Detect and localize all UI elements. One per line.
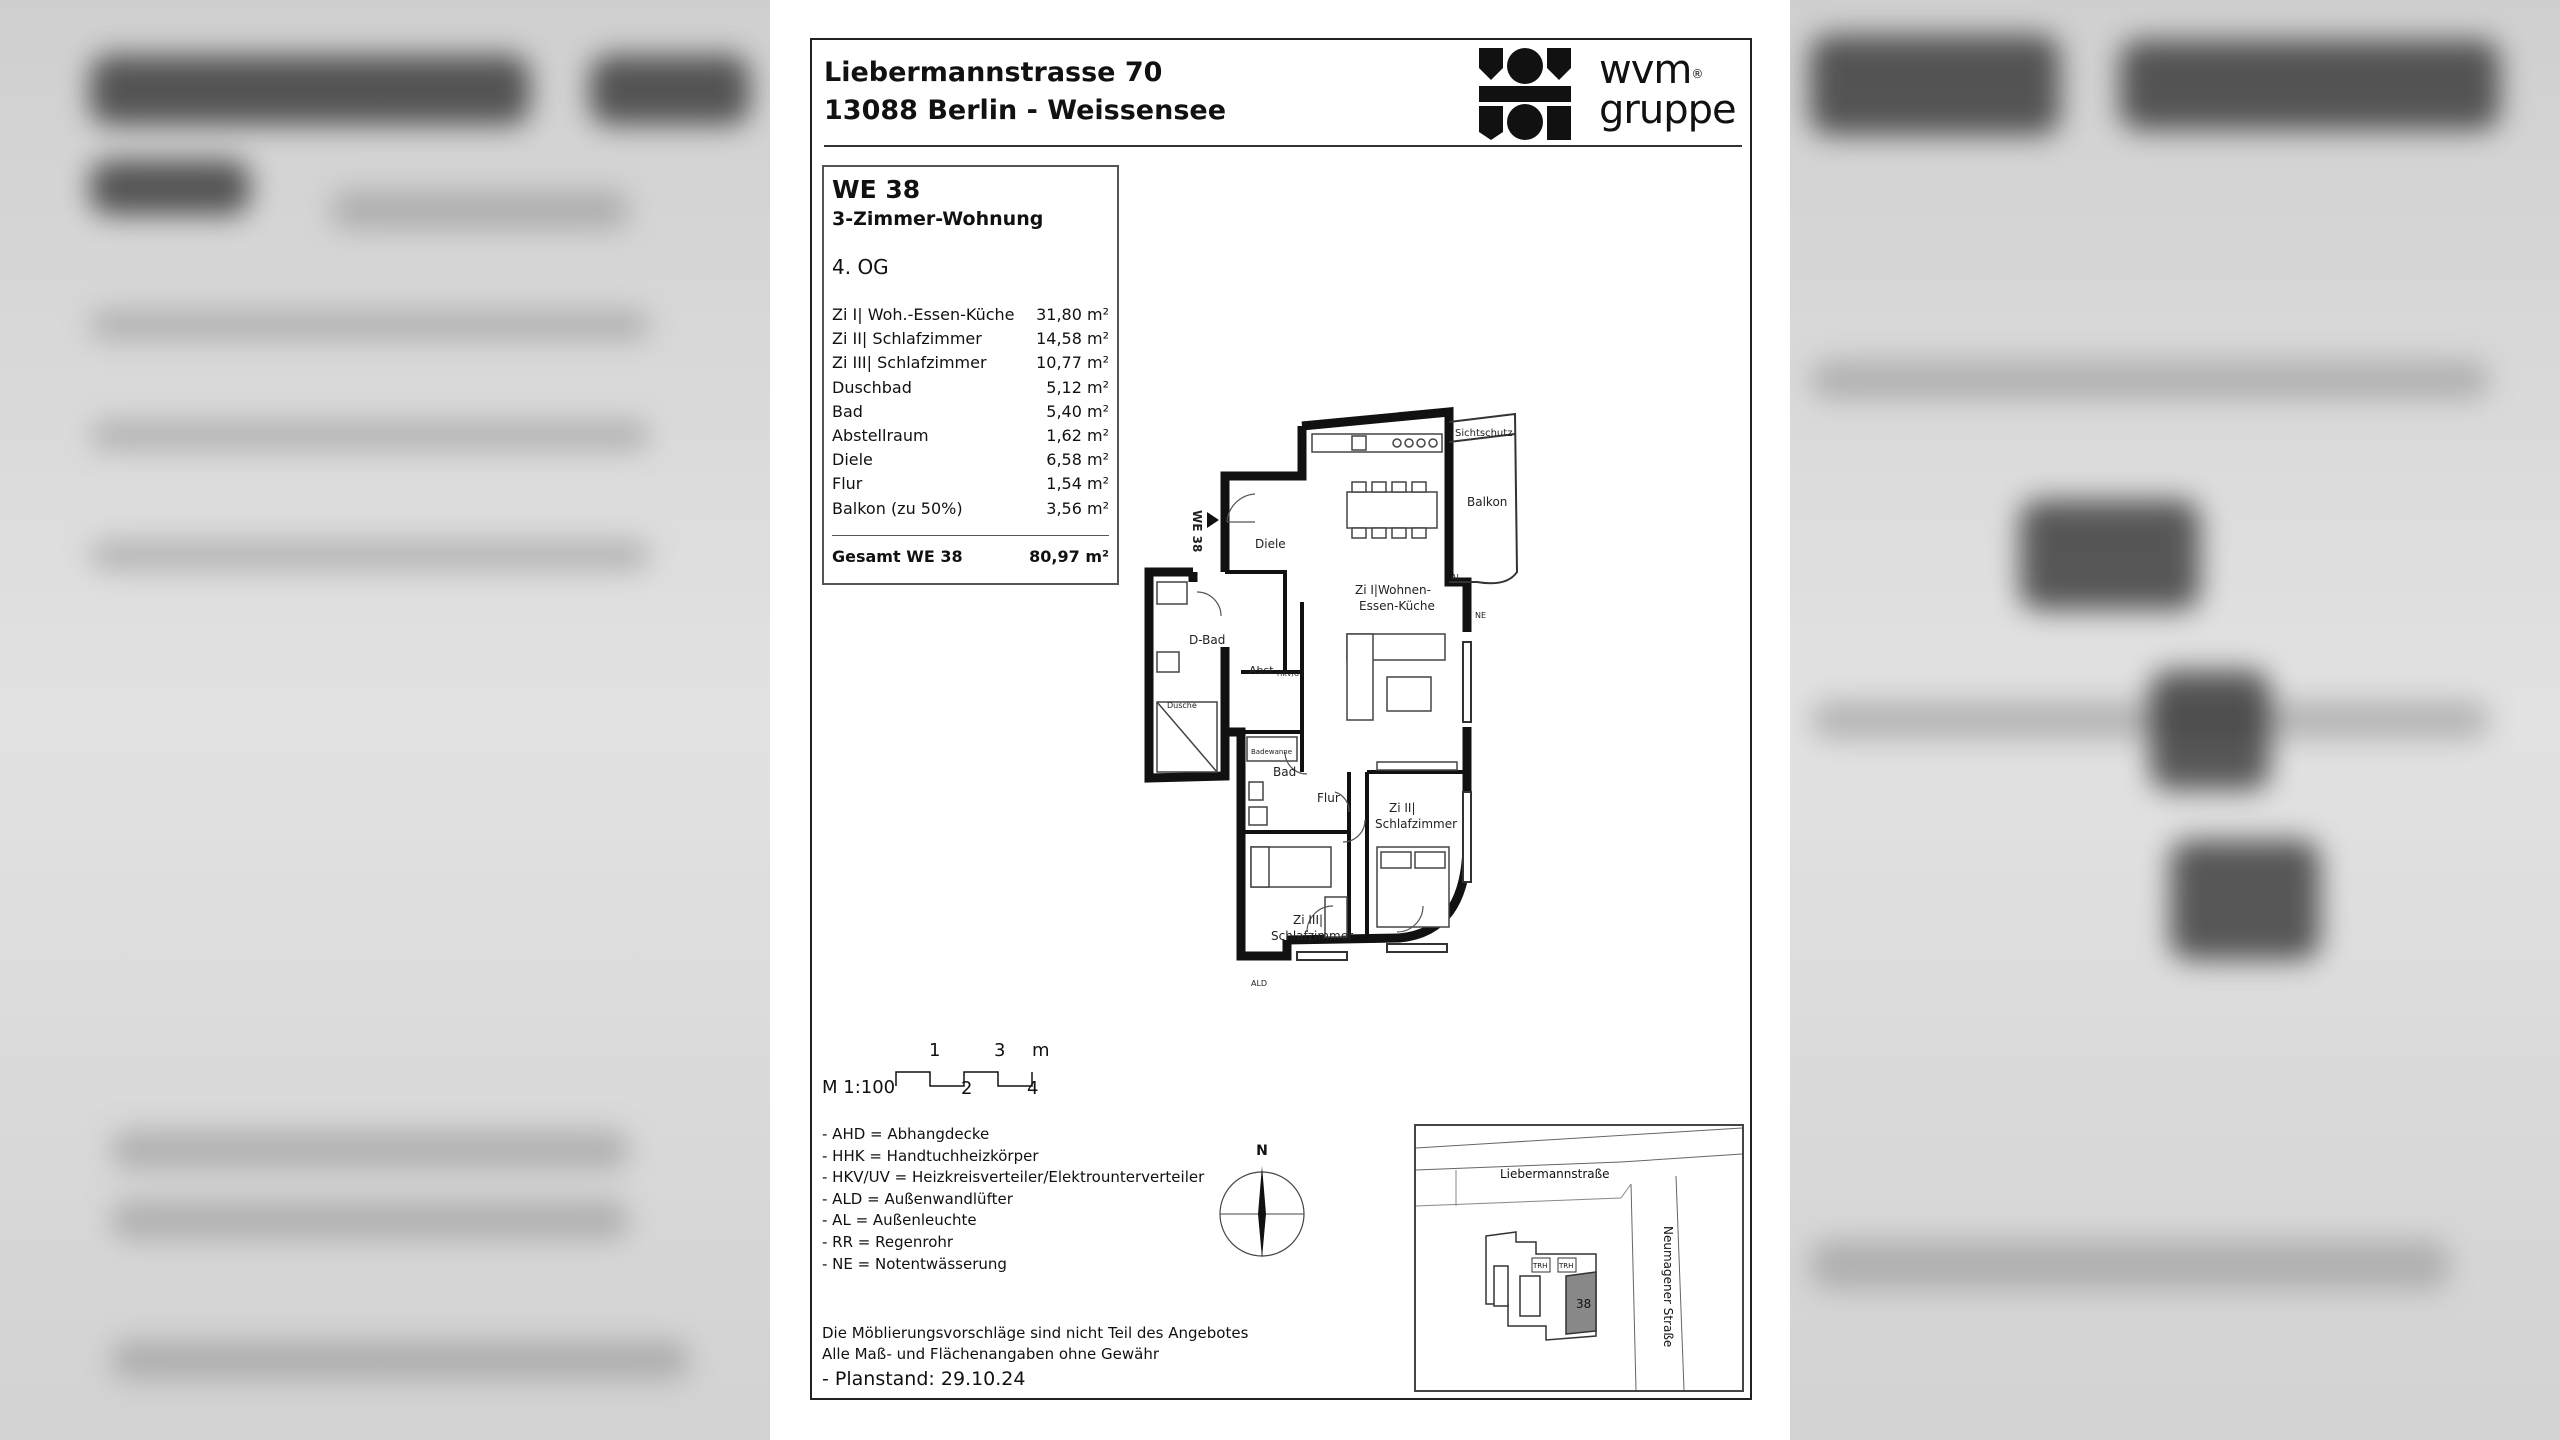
logo-text-wvm: wvm (1599, 47, 1692, 93)
total-area: 80,97 m² (1029, 546, 1109, 566)
label-dusche: Dusche (1167, 701, 1197, 710)
bathroom-fixtures (1156, 581, 1298, 826)
unit-info-box: WE 38 3-Zimmer-Wohnung 4. OG Zi I| Woh.-… (822, 165, 1119, 585)
legend-item: - AHD = Abhangdecke (822, 1125, 990, 1143)
disclaimer-line: Die Möblierungsvorschläge sind nicht Tei… (822, 1324, 1249, 1342)
logo-wordmark: wvm® gruppe (1599, 47, 1737, 133)
unit-floor: 4. OG (832, 255, 889, 279)
label-ne: NE (1475, 611, 1486, 620)
scale-tick-2: 2 (961, 1078, 973, 1099)
unit-type: 3-Zimmer-Wohnung (832, 208, 1044, 230)
label-badewanne: Badewanne (1251, 748, 1292, 756)
kitchen-counter (1311, 433, 1443, 453)
north-compass-icon: N (1219, 1143, 1305, 1258)
address-line-city: 13088 Berlin - Weissensee (824, 95, 1227, 126)
label-abst: Abst. (1249, 664, 1277, 677)
logo-registered-mark: ® (1691, 67, 1703, 81)
dining-table (1346, 481, 1438, 539)
legend-item: - RR = Regenrohr (822, 1232, 954, 1251)
scale-bar: 1 3 m M 1:100 2 4 (822, 1040, 1152, 1120)
property-address: Liebermannstrasse 70 13088 Berlin - Weis… (824, 54, 1226, 130)
site-stair-2: TRH (1558, 1262, 1573, 1270)
label-ald: ALD (1251, 979, 1267, 988)
blurred-background-left (0, 0, 770, 1440)
scale-tick-1: 1 (929, 1040, 941, 1061)
label-bad: Bad (1273, 765, 1296, 779)
door-swings (1196, 493, 1424, 933)
blurred-background-right (1790, 0, 2560, 1440)
label-sichtschutz: Sichtschutz (1455, 428, 1512, 439)
scale-label: M 1:100 (822, 1077, 896, 1098)
label-hkv: HKV/UV (1277, 670, 1304, 678)
disclaimer-notes: Die Möblierungsvorschläge sind nicht Tei… (822, 1323, 1248, 1365)
entrance-arrow-icon (1207, 512, 1219, 528)
room-labels: WE 38 Diele Sichtschutz Balkon AL NE Zi … (1167, 428, 1512, 988)
plan-sheet: Liebermannstrasse 70 13088 Berlin - Weis… (810, 38, 1752, 1400)
legend-item: - HKV/UV = Heizkreisverteiler/Elektrount… (822, 1168, 1205, 1187)
interior-walls (1225, 570, 1467, 940)
compass-north-label: N (1256, 1143, 1268, 1159)
abbreviation-legend: - AHD = Abhangdecke - HHK = Handtuchheiz… (822, 1124, 1204, 1275)
label-zi3: Zi III| (1293, 913, 1323, 927)
scale-tick-unit: m (1032, 1040, 1050, 1061)
company-logo: wvm® gruppe (1477, 46, 1747, 146)
site-plan-drawing: TRH TRH 38 Liebermannstraße Neumagener S… (1416, 1127, 1742, 1390)
street-label-neumagener: Neumagener Straße (1661, 1226, 1675, 1347)
label-living-2: Essen-Küche (1359, 599, 1435, 613)
label-zi2: Zi II| (1389, 801, 1416, 815)
wvm-logo-mark-icon (1479, 48, 1571, 140)
floorplan-document: Liebermannstrasse 70 13088 Berlin - Weis… (770, 0, 1790, 1440)
unit-38-highlight (1565, 1271, 1597, 1335)
legend-item: - HHK = Handtuchheizkörper (822, 1146, 1039, 1165)
unit-title: WE 38 (832, 175, 921, 204)
label-diele: Diele (1255, 537, 1286, 551)
header-divider (824, 145, 1742, 147)
legend-item: - AL = Außenleuchte (822, 1211, 977, 1230)
street-label-liebermann: Liebermannstraße (1500, 1167, 1610, 1181)
total-divider (832, 534, 1109, 536)
scale-bar-graphic (895, 1071, 1033, 1087)
legend-item: - ALD = Außenwandlüfter (822, 1189, 1013, 1208)
balcony-outline (1448, 412, 1519, 585)
entrance-label: WE 38 (1190, 510, 1204, 552)
site-stair-1: TRH (1532, 1262, 1547, 1270)
scale-tick-3: 3 (994, 1040, 1006, 1061)
sofa (1346, 633, 1458, 771)
address-line-street: Liebermannstrasse 70 (824, 57, 1163, 88)
label-al: AL (1451, 573, 1461, 582)
site-location-plan: TRH TRH 38 Liebermannstraße Neumagener S… (1414, 1124, 1744, 1392)
window-marks (1296, 641, 1472, 961)
label-living: Zi I|Wohnen- (1355, 583, 1431, 597)
total-label: Gesamt WE 38 (832, 546, 963, 566)
apartment-floor-plan: WE 38 Diele Sichtschutz Balkon AL NE Zi … (1144, 407, 1519, 988)
site-unit-label: 38 (1576, 1297, 1591, 1311)
scale-tick-4: 4 (1027, 1078, 1039, 1099)
room-row: Balkon (zu 50%)3,56 m² (832, 498, 1109, 518)
label-zi2b: Schlafzimmer (1375, 817, 1457, 831)
label-zi3b: Schlafzimmer (1271, 929, 1353, 943)
label-flur: Flur (1317, 791, 1340, 805)
logo-text-gruppe: gruppe (1599, 87, 1737, 133)
plan-date: - Planstand: 29.10.24 (822, 1368, 1026, 1390)
legend-item: - NE = Notentwässerung (822, 1254, 1007, 1273)
disclaimer-line: Alle Maß- und Flächenangaben ohne Gewähr (822, 1345, 1160, 1363)
label-dbad: D-Bad (1189, 633, 1225, 647)
total-row: Gesamt WE 38 80,97 m² (832, 546, 1109, 568)
beds (1250, 846, 1450, 938)
label-balkon: Balkon (1467, 495, 1507, 509)
